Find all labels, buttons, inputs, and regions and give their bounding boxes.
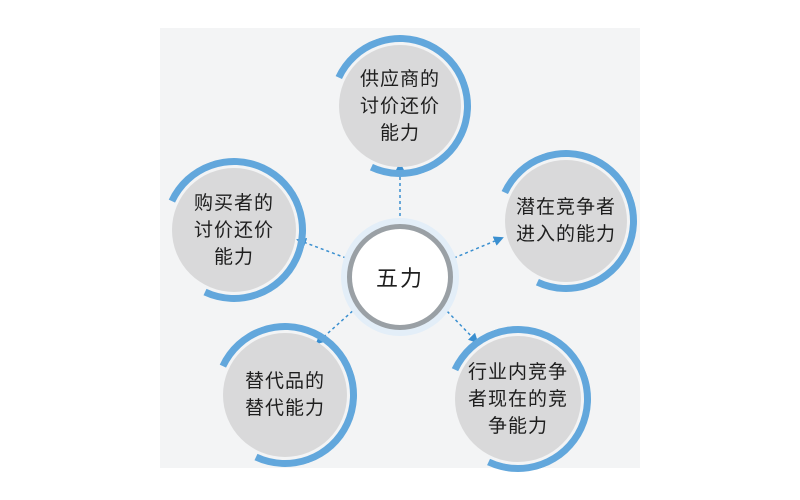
node-substitute-label: 替代品的 替代能力	[244, 370, 325, 419]
arrow-to-substitute	[315, 306, 358, 345]
arrow-to-rivalry	[442, 306, 479, 344]
node-supplier: 供应商的 讨价还价 能力	[308, 14, 492, 198]
node-supplier-label: 供应商的 讨价还价 能力	[359, 67, 440, 144]
node-rivalry: 行业内竞争 者现在的竞 争能力	[424, 305, 612, 493]
node-buyer-label: 购买者的 讨价还价 能力	[193, 191, 274, 268]
arrow-to-buyer	[296, 238, 347, 259]
node-buyer: 购买者的 讨价还价 能力	[141, 137, 327, 323]
center-node-label: 五力	[375, 267, 424, 292]
center-node: 五力	[347, 224, 453, 330]
arrow-to-entrant	[453, 236, 504, 259]
node-entrant: 潜在竞争者 进入的能力	[474, 129, 658, 313]
node-entrant-label: 潜在竞争者 进入的能力	[515, 196, 616, 245]
node-substitute: 替代品的 替代能力	[192, 302, 378, 488]
node-rivalry-label: 行业内竞争 者现在的竞 争能力	[467, 360, 568, 437]
